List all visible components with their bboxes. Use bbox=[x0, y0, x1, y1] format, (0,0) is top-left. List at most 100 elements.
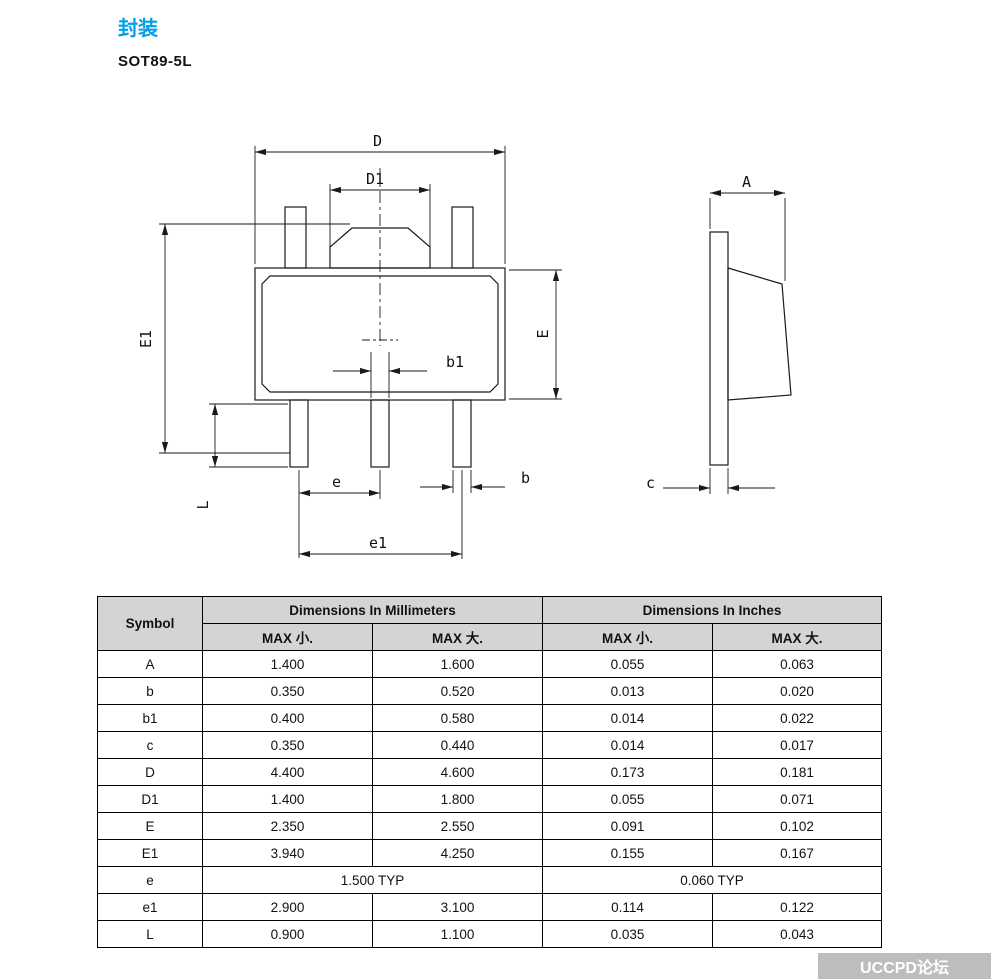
symbol-cell: E bbox=[97, 812, 203, 840]
in-min-cell: 0.091 bbox=[542, 812, 714, 840]
header-inch-max: MAX 大. bbox=[712, 623, 883, 651]
table-row: c 0.350 0.440 0.014 0.017 bbox=[97, 731, 883, 759]
bottom-right-pin bbox=[452, 399, 472, 468]
mm-max-cell: 0.580 bbox=[371, 704, 544, 732]
dim-label-c: c bbox=[646, 474, 655, 492]
side-lead bbox=[709, 231, 729, 466]
symbol-cell: c bbox=[97, 731, 203, 759]
in-max-cell: 0.017 bbox=[712, 731, 883, 759]
mm-max-cell: 3.100 bbox=[371, 893, 544, 921]
table-row: e1 2.900 3.100 0.114 0.122 bbox=[97, 893, 883, 921]
mm-max-cell: 1.800 bbox=[371, 785, 544, 813]
dim-label-b1: b1 bbox=[446, 353, 464, 371]
dim-label-e: e bbox=[332, 473, 341, 491]
dim-label-e1: e1 bbox=[369, 534, 387, 552]
mm-min-cell: 1.400 bbox=[202, 650, 373, 678]
mm-min-cell: 0.900 bbox=[202, 920, 373, 948]
in-min-cell: 0.013 bbox=[542, 677, 714, 705]
table-row: D1 1.400 1.800 0.055 0.071 bbox=[97, 785, 883, 813]
header-mm-min: MAX 小. bbox=[202, 623, 373, 651]
mm-min-cell: 4.400 bbox=[202, 758, 373, 786]
in-min-cell: 0.055 bbox=[542, 650, 714, 678]
in-min-cell: 0.035 bbox=[542, 920, 714, 948]
mm-max-cell: 4.600 bbox=[371, 758, 544, 786]
in-max-cell: 0.020 bbox=[712, 677, 883, 705]
in-max-cell: 0.063 bbox=[712, 650, 883, 678]
dim-label-L: L bbox=[194, 500, 212, 509]
symbol-cell: D bbox=[97, 758, 203, 786]
table-row: e 1.500 TYP 0.060 TYP bbox=[97, 866, 883, 894]
top-left-pin bbox=[284, 206, 307, 269]
mm-typ-cell: 1.500 TYP bbox=[201, 866, 544, 894]
table-row: D 4.400 4.600 0.173 0.181 bbox=[97, 758, 883, 786]
table-row: E 2.350 2.550 0.091 0.102 bbox=[97, 812, 883, 840]
in-min-cell: 0.155 bbox=[542, 839, 714, 867]
in-min-cell: 0.055 bbox=[542, 785, 714, 813]
in-max-cell: 0.167 bbox=[712, 839, 883, 867]
side-body bbox=[727, 267, 792, 401]
page-title: 封装 bbox=[118, 18, 158, 40]
front-view bbox=[254, 168, 506, 468]
mm-min-cell: 2.900 bbox=[202, 893, 373, 921]
in-typ-cell: 0.060 TYP bbox=[542, 866, 883, 894]
in-min-cell: 0.014 bbox=[542, 731, 714, 759]
symbol-cell: A bbox=[97, 650, 203, 678]
watermark: UCCPD论坛 bbox=[818, 953, 991, 979]
table-row: A 1.400 1.600 0.055 0.063 bbox=[97, 650, 883, 678]
table-header-row-2: MAX 小. MAX 大. MAX 小. MAX 大. bbox=[98, 623, 883, 651]
header-inch: Dimensions In Inches bbox=[542, 596, 883, 624]
dim-label-b: b bbox=[521, 469, 530, 487]
in-max-cell: 0.022 bbox=[712, 704, 883, 732]
bottom-left-pin bbox=[289, 399, 309, 468]
mm-max-cell: 0.440 bbox=[371, 731, 544, 759]
dim-label-A: A bbox=[742, 173, 751, 191]
mm-min-cell: 2.350 bbox=[202, 812, 373, 840]
header-inch-min: MAX 小. bbox=[542, 623, 714, 651]
package-drawing: D D1 E1 E L b1 bbox=[137, 132, 792, 559]
in-max-cell: 0.102 bbox=[712, 812, 883, 840]
side-view bbox=[709, 231, 792, 466]
mm-max-cell: 1.600 bbox=[371, 650, 544, 678]
table-row: b 0.350 0.520 0.013 0.020 bbox=[97, 677, 883, 705]
symbol-cell: e bbox=[97, 866, 203, 894]
mm-max-cell: 2.550 bbox=[371, 812, 544, 840]
mm-min-cell: 1.400 bbox=[202, 785, 373, 813]
header-symbol: Symbol bbox=[97, 596, 203, 651]
symbol-cell: e1 bbox=[97, 893, 203, 921]
symbol-cell: E1 bbox=[97, 839, 203, 867]
table-row: L 0.900 1.100 0.035 0.043 bbox=[97, 920, 883, 948]
table-row: E1 3.940 4.250 0.155 0.167 bbox=[97, 839, 883, 867]
mm-min-cell: 3.940 bbox=[202, 839, 373, 867]
mm-min-cell: 0.350 bbox=[202, 677, 373, 705]
mm-max-cell: 0.520 bbox=[371, 677, 544, 705]
front-view-dimensions: D D1 E1 E L b1 bbox=[137, 132, 562, 559]
symbol-cell: L bbox=[97, 920, 203, 948]
symbol-cell: b bbox=[97, 677, 203, 705]
top-right-pin bbox=[451, 206, 474, 269]
table-header-row-1: Symbol Dimensions In Millimeters Dimensi… bbox=[97, 596, 883, 651]
header-mm: Dimensions In Millimeters bbox=[201, 596, 544, 624]
mm-max-cell: 4.250 bbox=[371, 839, 544, 867]
in-min-cell: 0.114 bbox=[542, 893, 714, 921]
dim-label-E1: E1 bbox=[137, 330, 155, 348]
in-min-cell: 0.173 bbox=[542, 758, 714, 786]
mm-max-cell: 1.100 bbox=[371, 920, 544, 948]
bottom-center-pin bbox=[370, 399, 390, 468]
table-row: b1 0.400 0.580 0.014 0.022 bbox=[97, 704, 883, 732]
mm-min-cell: 0.350 bbox=[202, 731, 373, 759]
body-inner-chamfer bbox=[261, 275, 499, 393]
header-mm-max: MAX 大. bbox=[371, 623, 544, 651]
in-max-cell: 0.122 bbox=[712, 893, 883, 921]
dim-label-E: E bbox=[534, 329, 552, 338]
mm-min-cell: 0.400 bbox=[202, 704, 373, 732]
symbol-cell: D1 bbox=[97, 785, 203, 813]
dim-label-D: D bbox=[373, 132, 382, 150]
dim-label-D1: D1 bbox=[366, 170, 384, 188]
in-max-cell: 0.181 bbox=[712, 758, 883, 786]
package-name: SOT89-5L bbox=[118, 53, 193, 70]
in-min-cell: 0.014 bbox=[542, 704, 714, 732]
in-max-cell: 0.071 bbox=[712, 785, 883, 813]
symbol-cell: b1 bbox=[97, 704, 203, 732]
dimensions-table: Symbol Dimensions In Millimeters Dimensi… bbox=[97, 596, 883, 948]
